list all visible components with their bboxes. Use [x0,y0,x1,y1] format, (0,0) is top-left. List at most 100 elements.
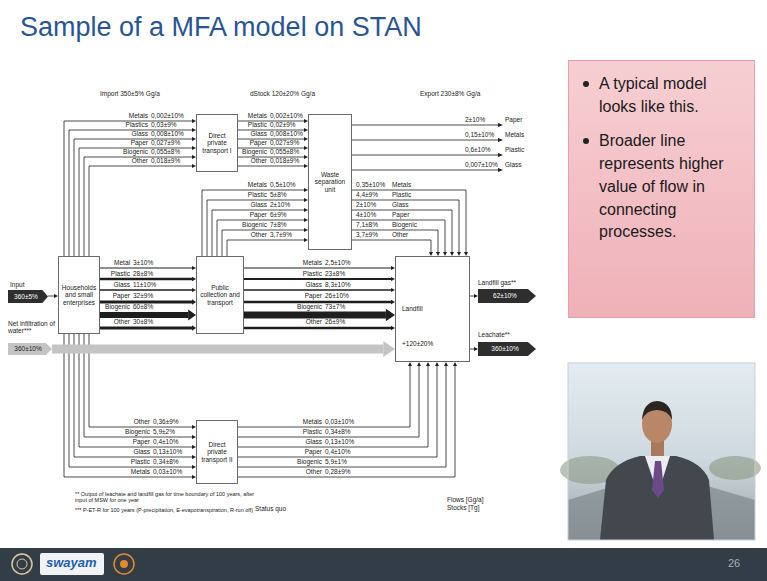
material-name: Other [306,318,322,325]
material-name: Metals [303,418,322,425]
flow-line [100,278,192,281]
flow-arrow [100,277,196,282]
flow-arrow [222,228,308,256]
flow-line [74,139,192,256]
flow-line [238,148,304,149]
flow-value: 0,02±9% [270,121,296,128]
flow-total: dStock 120±20% Gg/a [250,90,315,97]
flow-value: 11±10% [133,281,156,288]
node-label: 360±10% [491,345,518,352]
flow-line [69,334,192,467]
flow-line [64,121,192,256]
flow-value: 28±8% [133,270,153,277]
material-name: Biogenic [297,458,322,465]
flow-value: 0,34±8% [153,458,179,465]
flow-value: 0,007±10% [465,161,498,168]
flow-line [217,220,304,256]
flow-arrow [238,362,430,447]
material-name: Plastic [392,191,411,198]
flow-line [48,296,54,297]
flow-line [352,200,459,252]
unit-note: Flows [Gg/a] [447,496,483,503]
bullet-text: Broader line represents higher value of … [599,130,744,244]
flow-arrow [244,288,395,292]
arrow-head [444,362,448,366]
flow-arrow [352,240,433,256]
material-name: Paper [131,139,148,146]
arrow-head [408,362,412,366]
flow-total: Import 350±5% Gg/a [100,90,160,97]
material-name: Metals [303,259,322,266]
flow-value: 26±10% [325,292,349,299]
process-box: Public collection and transport [196,256,244,334]
flow-value: 0,13±10% [325,438,354,445]
flow-line [100,289,192,291]
material-name: Metals [392,181,411,188]
flow-line [238,366,437,457]
flow-arrow [352,200,461,256]
flow-line [227,240,304,256]
flow-arrow [352,230,440,256]
flow-arrow [100,288,196,292]
flow-value: 0,002±10% [270,112,303,119]
flow-line [238,157,304,158]
arrow-head [474,294,478,298]
flow-value: 0,35±10% [356,181,385,188]
flow-line [470,296,474,297]
flow-line [202,190,304,256]
material-name: Other [392,231,408,238]
video-thumbnail [560,363,761,540]
flow-line [352,190,466,252]
flow-arrow [352,210,454,256]
flow-value: 3±10% [133,259,153,266]
flow-value: 0,018±9% [151,157,180,164]
bullet-item: A typical model looks like this. [581,73,744,118]
flow-arrow [470,294,478,298]
flow-value: 0,6±10% [465,146,491,153]
material-name: Biogenic [123,148,148,155]
flow-arrow-box: 360±10% [478,342,536,356]
flow-value: 5,9±2% [153,428,175,435]
flow-line [244,268,391,269]
boundary-label: Net infiltration of water*** [8,320,56,334]
arrow-head [453,362,457,366]
flow-line [52,345,383,354]
logo-text: swayam [46,555,97,571]
material-name: Paper [113,292,130,299]
flow-line [244,278,391,280]
material-name: Glass [131,130,148,137]
material-name: Biogenic [242,148,267,155]
flow-line [244,327,391,330]
bullet-text: A typical model looks like this. [599,73,744,118]
scenario-name: Status quo [255,505,286,512]
arrow-head [474,347,478,351]
material-name: Plastic [111,270,130,277]
flow-value: 2,5±10% [325,259,351,266]
flow-value: 0,027±9% [270,139,299,146]
flow-arrow-box: 360±10% [8,343,52,355]
flow-total: Export 230±8% Gg/a [420,90,480,97]
flow-line [238,366,419,437]
flow-arrow [52,341,395,357]
material-name: Paper [133,438,150,445]
flow-line [238,366,455,477]
material-name: Plastic [303,270,322,277]
process-box: Direct private transport I [196,114,238,172]
flow-value: 8,3±10% [325,281,351,288]
flow-line [100,301,192,304]
bullet-item: Broader line represents higher value of … [581,130,744,244]
flow-line [238,366,428,447]
arrow-head [417,362,421,366]
flow-value: 0,36±9% [153,418,179,425]
material-name: Glass [133,448,150,455]
arrow-head [188,310,196,321]
flow-arrow [207,198,308,256]
flow-value: 0,03±9% [151,121,177,128]
bullet-dot [583,81,589,87]
flow-arrow [227,238,308,256]
flow-line [84,157,192,256]
flow-line [352,220,445,252]
flow-value: 0,4±10% [153,438,179,445]
flow-arrow [244,266,395,270]
flow-value: 2±10% [356,201,376,208]
